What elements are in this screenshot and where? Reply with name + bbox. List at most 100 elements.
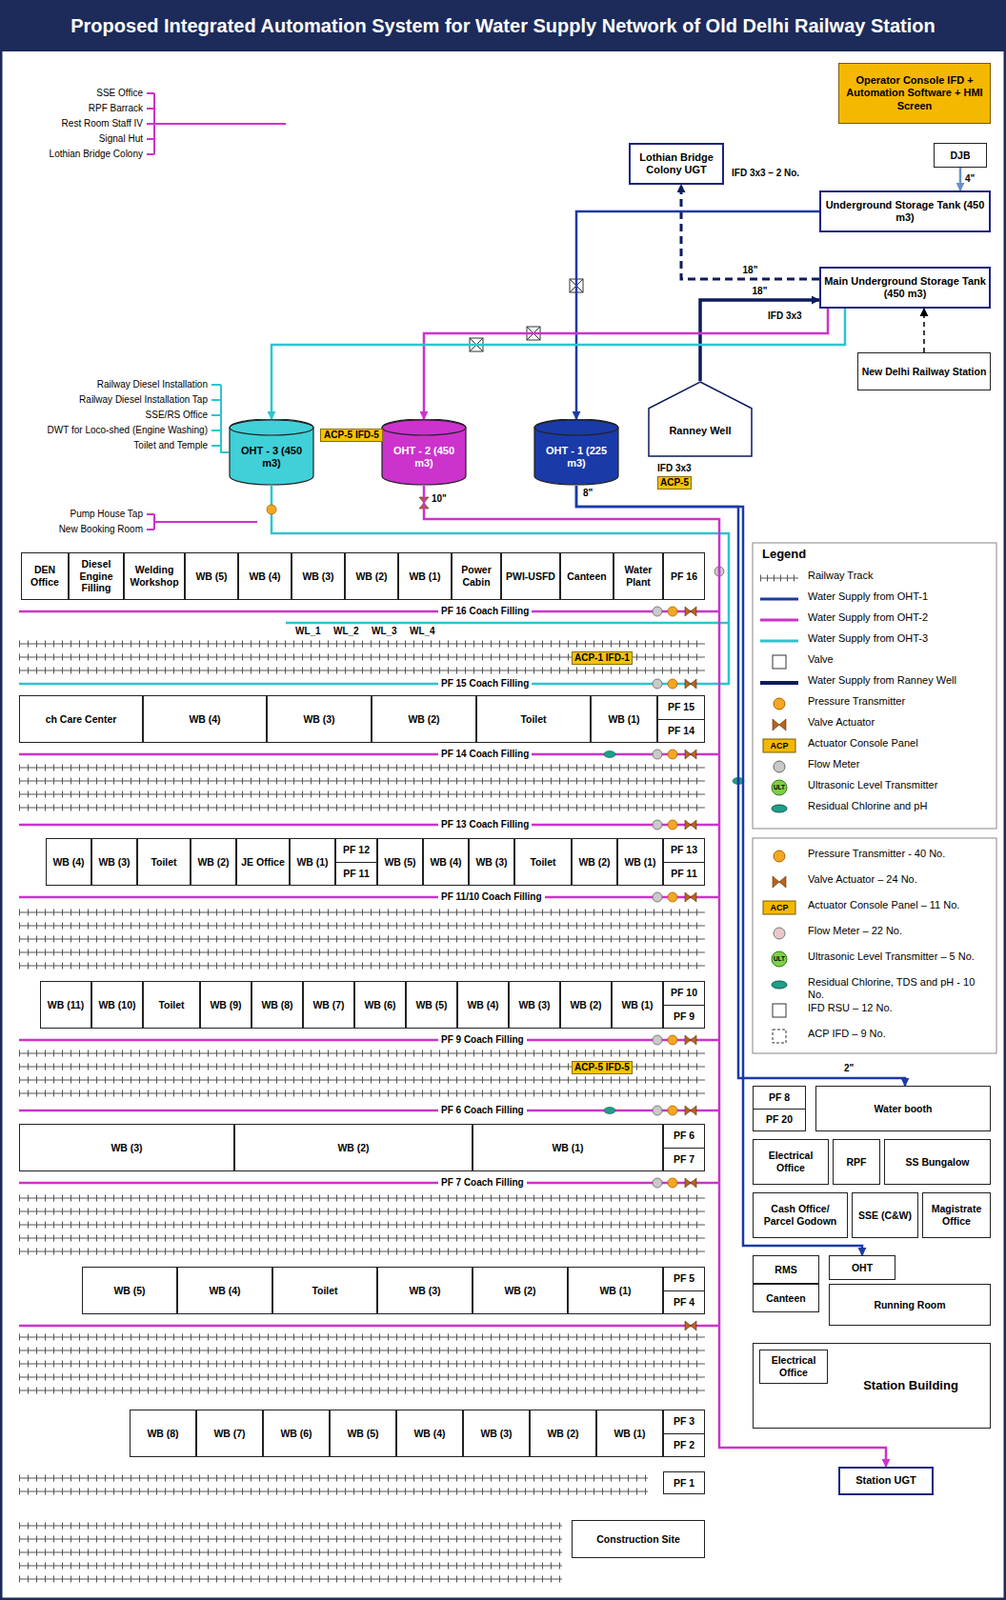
- valve-actuator: [684, 1321, 697, 1331]
- legend-text: Ultrasonic Level Transmitter – 5 No.: [807, 950, 993, 964]
- platform-box: WB (1): [611, 981, 664, 1029]
- platform-box: Water booth: [815, 1086, 991, 1132]
- symbol-tag: ACP: [763, 739, 796, 753]
- platform-box: WB (10): [91, 981, 143, 1029]
- platform-box: WB (4): [177, 1267, 273, 1315]
- node-text: WB (5): [383, 856, 416, 869]
- sample-line: [760, 640, 799, 644]
- tank-box: Underground Storage Tank (450 m3): [819, 190, 991, 233]
- oht3-pipes: [19, 485, 729, 685]
- sample-ellipse: [771, 981, 787, 989]
- sample-line: [760, 578, 799, 580]
- node-text: PWI-USFD: [505, 570, 556, 584]
- platform-box: Construction Site: [571, 1520, 705, 1559]
- legend-row: Railway Track: [758, 569, 993, 583]
- pressure-transmitter: [266, 504, 277, 515]
- flow-meter: [652, 1035, 663, 1046]
- node-text: WB (2): [569, 999, 602, 1012]
- legend-sample: [758, 716, 801, 734]
- node-text: OHT - 3 (450 m3): [232, 444, 311, 470]
- platform-box: WB (2): [529, 1409, 597, 1458]
- chlorine-sensor: [603, 1107, 616, 1115]
- node-text: WB (4): [188, 713, 221, 726]
- sample-box: [772, 1029, 786, 1044]
- node-text: PF 2: [663, 1433, 705, 1458]
- platform-box: PF 15PF 14: [657, 695, 705, 744]
- legend-sample: [758, 800, 801, 818]
- pipe-connector: [700, 300, 820, 382]
- flow-meter: [652, 749, 663, 760]
- platform-box: PF 12PF 11: [335, 838, 378, 886]
- sample-circle: [773, 698, 785, 710]
- pipe-label: PF 11/10 Coach Filling: [438, 891, 545, 904]
- pipe-connector: [271, 308, 846, 420]
- pipe-connector: [923, 308, 926, 353]
- legend-symbol: [758, 1027, 801, 1046]
- tank-box: Main Underground Storage Tank (450 m3): [819, 266, 991, 309]
- legend-sample: [758, 611, 801, 629]
- node-text: WB (1): [599, 1285, 631, 1298]
- pressure-transmitter: [667, 820, 678, 830]
- sample-circle: [773, 761, 785, 773]
- platform-box: SSE (C&W): [851, 1192, 919, 1239]
- legend-symbol: [758, 653, 801, 671]
- tank-body: [382, 419, 466, 485]
- pipe-label: PF 6 Coach Filling: [438, 1105, 527, 1117]
- node-text: WB (3): [518, 999, 550, 1012]
- legend-sample: [758, 569, 801, 587]
- node-text: WB (3): [98, 856, 130, 869]
- valve-actuator: [684, 892, 697, 903]
- node-text: PF 8: [753, 1086, 805, 1109]
- flow-meter: [652, 1178, 663, 1188]
- sample-circle: [773, 927, 785, 940]
- node-text: WB (3): [480, 1428, 512, 1441]
- node-text: PF 9: [663, 1005, 705, 1029]
- tank-top: [382, 420, 466, 436]
- node-text: Construction Site: [596, 1533, 681, 1547]
- valve-actuator: [684, 1106, 697, 1116]
- sample-sleepers: [760, 575, 799, 583]
- legend-symbol: [758, 569, 801, 587]
- oht2-branch-pipes: [19, 611, 720, 1327]
- annotation: RPF Barrack: [19, 102, 143, 115]
- platform-box: WB (1): [590, 695, 658, 744]
- node-text: Toilet: [529, 856, 556, 869]
- legend-sample: [758, 674, 801, 692]
- node-text: WB (2): [355, 570, 387, 584]
- tank-box: Lothian Bridge Colony UGT: [628, 142, 725, 185]
- node-text: PF 20: [753, 1108, 805, 1132]
- node-text: PF 6: [663, 1125, 705, 1148]
- platform-box: RMS: [752, 1255, 820, 1285]
- legend-frame: [752, 838, 997, 1054]
- platform-box: Electrical Office: [759, 1349, 828, 1385]
- platform-box: WB (3): [19, 1124, 235, 1172]
- node-text: WB (1): [607, 713, 640, 726]
- legend-text: Pressure Transmitter: [807, 695, 993, 708]
- platform-box: WB (2): [371, 695, 477, 744]
- platform-box: PF 16: [663, 552, 705, 601]
- pipe-label: PF 15 Coach Filling: [438, 678, 532, 690]
- node-text: Electrical Office: [755, 1149, 826, 1174]
- legend-symbol: [758, 674, 801, 692]
- tank-body: [534, 419, 619, 485]
- node-text: WB (4): [248, 570, 281, 584]
- pressure-transmitter: [667, 892, 678, 903]
- platform-box: Toilet: [137, 838, 191, 886]
- panel-tag: ACP-5 IFD-5: [320, 428, 383, 443]
- node-text: WB (4): [466, 999, 499, 1012]
- node-text: OHT - 1 (225 m3): [537, 444, 616, 470]
- platform-box: WB (3): [377, 1267, 473, 1315]
- annotation: SSE Office: [19, 87, 143, 100]
- node-text: Power Cabin: [454, 563, 499, 588]
- legend-text: Actuator Console Panel: [807, 737, 993, 750]
- platform-box: PF 10PF 9: [663, 981, 705, 1029]
- platform-box: Canteen: [560, 552, 614, 601]
- node-text: Ranney Well: [668, 424, 731, 438]
- legend-symbol: ACP: [758, 899, 801, 917]
- legend-row: ACPActuator Console Panel – 11 No.: [758, 899, 993, 912]
- annotation: IFD 3x3: [657, 462, 692, 475]
- annotation: New Booking Room: [19, 523, 143, 536]
- platform-box: WB (2): [472, 1267, 568, 1315]
- annotation: 10": [431, 493, 447, 505]
- platform-box: WB (3): [468, 838, 515, 886]
